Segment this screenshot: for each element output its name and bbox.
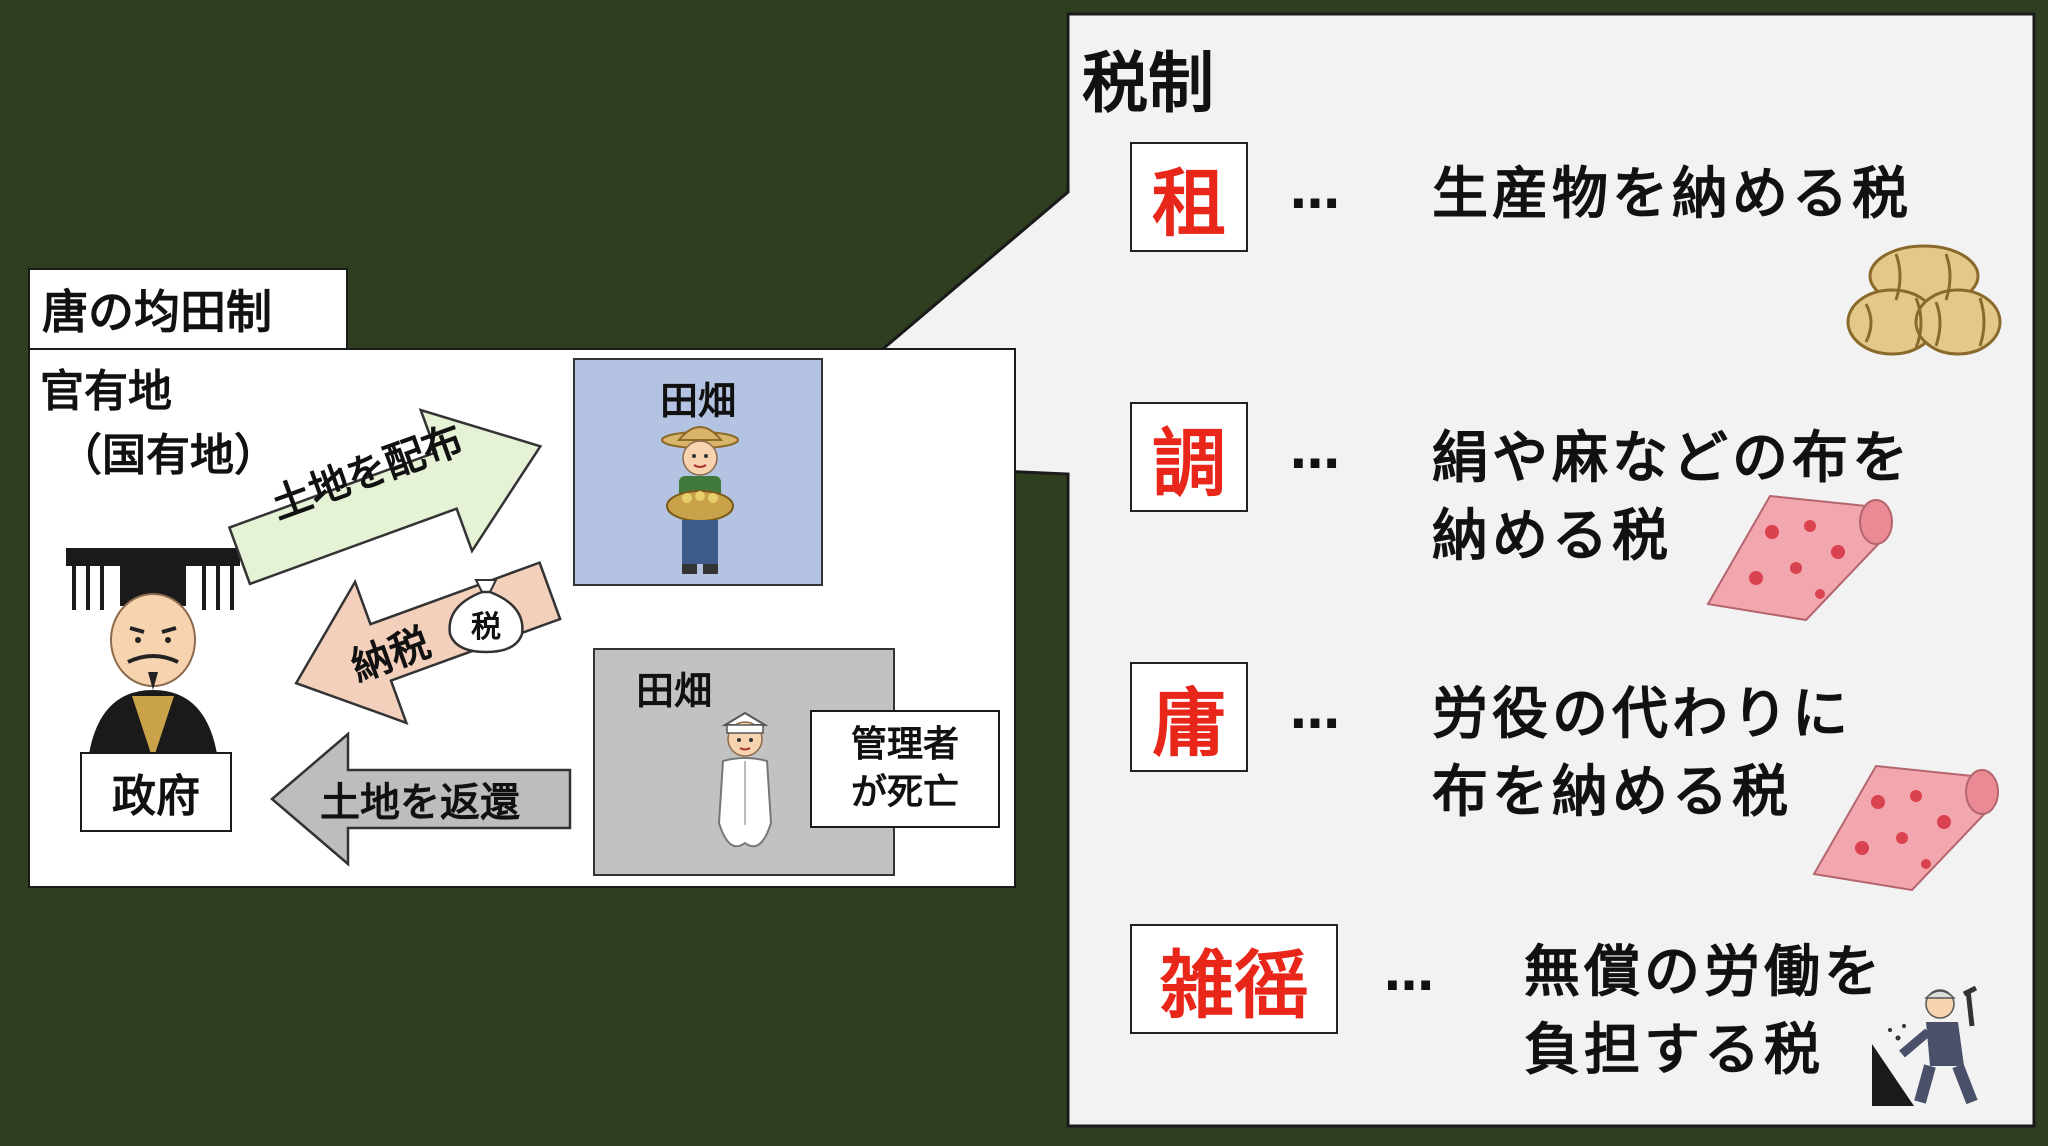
tax-desc-line: 絹や麻などの布を xyxy=(1432,426,1912,491)
ellipsis: … xyxy=(1290,422,1342,480)
tax-desc-line: 納める税 xyxy=(1432,504,1672,569)
government-label: 政府 xyxy=(80,752,232,832)
cloth-roll-icon xyxy=(1812,764,1999,892)
ellipsis: … xyxy=(1384,944,1436,1002)
laborer-icon xyxy=(1872,985,1978,1106)
tax-desc-line: 負担する税 xyxy=(1524,1018,1824,1083)
emperor-icon xyxy=(66,548,240,760)
tax-desc-line: 布を納める税 xyxy=(1432,760,1792,825)
money-bag-label: 税 xyxy=(471,610,501,645)
money-bag-icon: 税 xyxy=(440,572,532,654)
state-land-line2: （国有地） xyxy=(58,430,278,481)
distribute-land-arrow xyxy=(227,408,543,586)
field-bottom-label: 田畑 xyxy=(635,669,712,713)
ellipsis: … xyxy=(1290,682,1342,740)
tax-desc-yo: 労役の代わりに 布を納める税 xyxy=(1432,676,1852,832)
return-land-arrow xyxy=(270,731,572,867)
field-top: 田畑 xyxy=(573,358,823,586)
cloth-roll-icon xyxy=(1706,494,1893,622)
deceased-person-icon xyxy=(717,711,773,848)
tax-system-title: 税制 xyxy=(1082,45,1214,122)
ellipsis: … xyxy=(1290,162,1342,220)
death-note-line2: が死亡 xyxy=(850,772,959,813)
state-land-line1: 官有地 xyxy=(40,366,172,417)
tax-term-zoyo: 雑徭 xyxy=(1130,924,1338,1034)
field-top-label: 田畑 xyxy=(659,379,736,423)
death-note-line1: 管理者 xyxy=(850,724,959,765)
tax-desc-zoyo: 無償の労働を 負担する税 xyxy=(1524,934,1884,1090)
state-land-label: 官有地 （国有地） xyxy=(40,360,278,488)
tax-term-yo: 庸 xyxy=(1130,662,1248,772)
tax-desc-line: 無償の労働を xyxy=(1524,940,1884,1005)
tax-desc-cho: 絹や麻などの布を 納める税 xyxy=(1432,420,1912,576)
tax-desc-line: 生産物を納める税 xyxy=(1432,162,1912,227)
diagram-title: 唐の均田制 xyxy=(28,268,348,350)
tax-term-so: 租 xyxy=(1130,142,1248,252)
rice-bales-icon xyxy=(1846,244,2002,356)
return-land-label: 土地を返還 xyxy=(320,780,520,826)
tax-desc-line: 労役の代わりに xyxy=(1432,682,1852,747)
farmer-icon xyxy=(661,426,739,574)
tax-desc-so: 生産物を納める税 xyxy=(1432,156,1912,234)
tax-term-cho: 調 xyxy=(1130,402,1248,512)
death-note: 管理者 が死亡 xyxy=(810,710,1000,828)
